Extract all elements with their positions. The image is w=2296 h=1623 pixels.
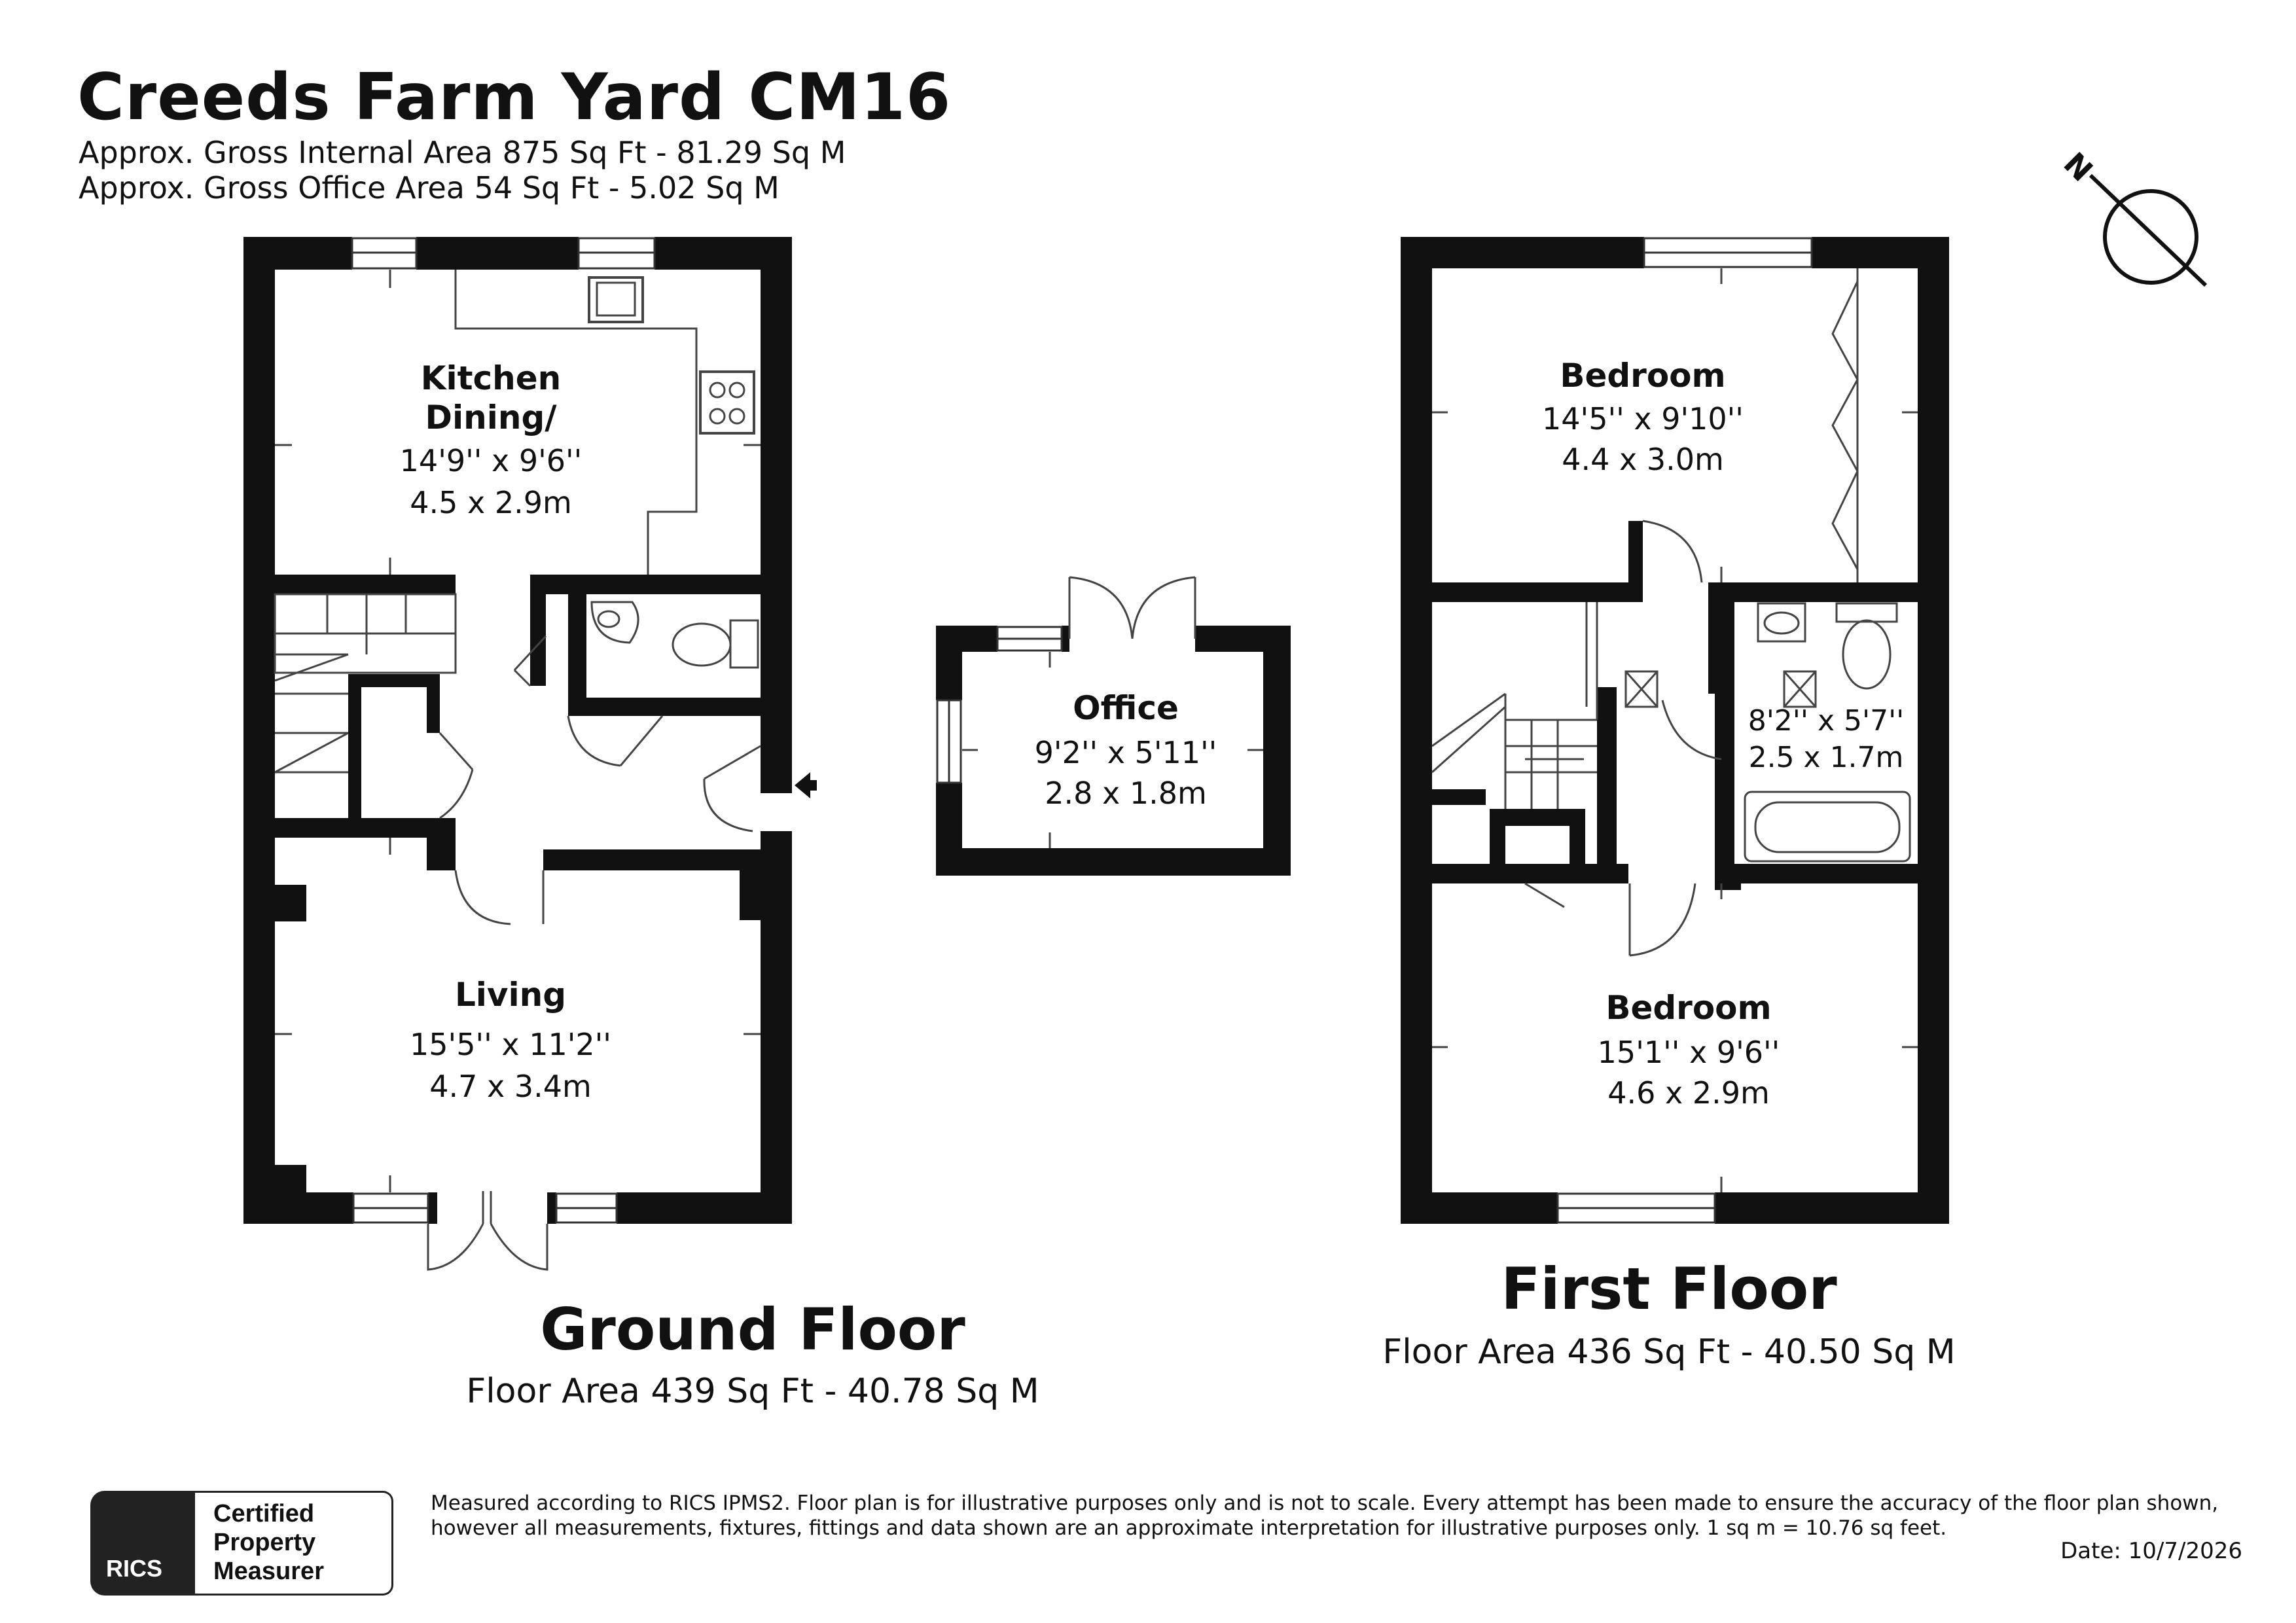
ground-floor-lines bbox=[274, 270, 761, 1271]
compass-icon bbox=[2089, 173, 2208, 287]
ground-floor-area: Floor Area 439 Sq Ft - 40.78 Sq M bbox=[466, 1372, 1039, 1411]
office-dim-imperial: 9'2'' x 5'11'' bbox=[1034, 735, 1217, 770]
bedroom1-dim-imperial: 14'5'' x 9'10'' bbox=[1542, 401, 1744, 437]
kitchen-dim-metric: 4.5 x 2.9m bbox=[410, 485, 572, 520]
disclaimer-line2: however all measurements, fixtures, fitt… bbox=[431, 1516, 1947, 1540]
gross-internal-area: Approx. Gross Internal Area 875 Sq Ft - … bbox=[79, 135, 846, 170]
gross-office-area: Approx. Gross Office Area 54 Sq Ft - 5.0… bbox=[79, 170, 780, 205]
disclaimer: Measured according to RICS IPMS2. Floor … bbox=[431, 1491, 2257, 1541]
ground-floor-plan bbox=[243, 237, 817, 1224]
page-title: Creeds Farm Yard CM16 bbox=[77, 60, 952, 135]
first-floor-plan bbox=[1401, 237, 1949, 1224]
living-name: Living bbox=[454, 976, 567, 1014]
bedroom1-dim-metric: 4.4 x 3.0m bbox=[1562, 442, 1724, 477]
plan-date: Date: 10/7/2026 bbox=[2060, 1538, 2242, 1564]
certified-label: Certified Property Measurer bbox=[213, 1499, 324, 1586]
cert-line2: Property bbox=[213, 1529, 316, 1556]
office-plan bbox=[936, 626, 1291, 876]
bedroom2-dim-metric: 4.6 x 2.9m bbox=[1607, 1075, 1770, 1111]
bathroom-dim-metric: 2.5 x 1.7m bbox=[1748, 741, 1904, 774]
first-floor-area: Floor Area 436 Sq Ft - 40.50 Sq M bbox=[1382, 1332, 1956, 1372]
first-floor-lines bbox=[1431, 268, 1918, 1192]
rics-logo: RICS bbox=[90, 1491, 195, 1596]
office-lines bbox=[962, 576, 1263, 848]
kitchen-name-line2: Dining/ bbox=[425, 399, 557, 437]
first-floor-title: First Floor bbox=[1501, 1255, 1837, 1323]
bedroom2-dim-imperial: 15'1'' x 9'6'' bbox=[1597, 1035, 1780, 1070]
cert-line1: Certified bbox=[213, 1500, 315, 1527]
living-dim-metric: 4.7 x 3.4m bbox=[429, 1069, 592, 1104]
bathroom-dim-imperial: 8'2'' x 5'7'' bbox=[1748, 704, 1905, 738]
disclaimer-line1: Measured according to RICS IPMS2. Floor … bbox=[431, 1491, 2219, 1515]
office-name: Office bbox=[1073, 689, 1179, 727]
cert-line3: Measurer bbox=[213, 1558, 324, 1585]
living-dim-imperial: 15'5'' x 11'2'' bbox=[410, 1027, 611, 1062]
ground-floor-title: Ground Floor bbox=[540, 1296, 965, 1363]
certified-label-box: Certified Property Measurer bbox=[195, 1491, 393, 1596]
rics-badge: RICS Certified Property Measurer bbox=[90, 1491, 395, 1596]
kitchen-dim-imperial: 14'9'' x 9'6'' bbox=[399, 443, 583, 478]
rics-logo-text: RICS bbox=[106, 1555, 163, 1582]
office-dim-metric: 2.8 x 1.8m bbox=[1045, 776, 1207, 811]
bedroom2-name: Bedroom bbox=[1605, 989, 1772, 1027]
bedroom1-name: Bedroom bbox=[1560, 357, 1726, 395]
kitchen-name-line1: Kitchen bbox=[420, 359, 562, 397]
